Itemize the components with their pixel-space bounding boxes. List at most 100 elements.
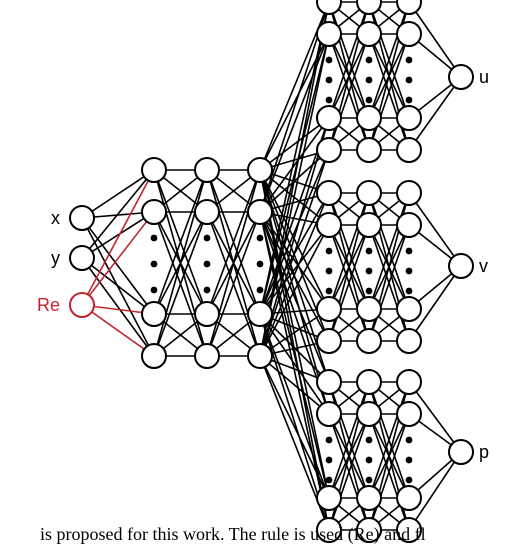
hidden-node — [247, 343, 273, 369]
branch-node — [356, 328, 382, 354]
branch-node — [356, 369, 382, 395]
branch-node — [316, 137, 342, 163]
input-edge — [81, 211, 155, 259]
ellipsis-dot — [405, 476, 413, 484]
branch-node — [396, 21, 422, 47]
ellipsis-dot — [256, 234, 264, 242]
branch-edge — [259, 313, 330, 383]
branch-edge — [259, 355, 330, 415]
input-edge — [81, 169, 155, 219]
ellipsis-dot — [365, 436, 373, 444]
ellipsis-dot — [365, 96, 373, 104]
input-node — [69, 205, 95, 231]
branch-node — [356, 517, 382, 543]
branch-edge — [259, 33, 330, 357]
output-label: u — [479, 67, 489, 87]
hidden-node — [247, 199, 273, 225]
branch-edge — [259, 1, 330, 357]
input-label: x — [51, 208, 60, 228]
branch-edge — [259, 192, 330, 315]
input-edge — [81, 217, 155, 315]
branch-node — [316, 296, 342, 322]
ellipsis-dot — [325, 247, 333, 255]
branch-edge — [328, 192, 370, 310]
input-edge — [81, 257, 155, 315]
input-node — [69, 245, 95, 271]
branch-node — [316, 485, 342, 511]
output-node — [448, 253, 474, 279]
output-node — [448, 64, 474, 90]
branch-edge — [368, 413, 410, 531]
branch-edge — [259, 169, 330, 531]
branch-edge — [328, 224, 370, 342]
branch-node — [316, 517, 342, 543]
branch-node — [356, 21, 382, 47]
ellipsis-dot — [325, 287, 333, 295]
branch-node — [356, 296, 382, 322]
hidden-node — [194, 343, 220, 369]
output-edge — [408, 192, 462, 267]
branch-edge — [259, 149, 330, 315]
branch-edge — [259, 169, 330, 226]
branch-node — [316, 105, 342, 131]
branch-node — [396, 401, 422, 427]
ellipsis-dots — [150, 56, 413, 484]
hidden-edge — [153, 211, 208, 357]
hidden-node — [141, 157, 167, 183]
branch-node — [316, 328, 342, 354]
input-node — [69, 292, 95, 318]
ellipsis-dot — [365, 267, 373, 275]
branch-edge — [368, 33, 410, 151]
hidden-edge — [206, 169, 261, 357]
branch-edge — [368, 192, 410, 310]
input-edge — [81, 304, 155, 357]
branch-node — [356, 0, 382, 15]
branch-node — [396, 296, 422, 322]
ellipsis-dot — [365, 456, 373, 464]
ellipsis-dot — [365, 287, 373, 295]
ellipsis-dot — [203, 286, 211, 294]
branch-node — [396, 180, 422, 206]
ellipsis-dot — [405, 267, 413, 275]
branch-node — [356, 180, 382, 206]
input-label: Re — [37, 295, 60, 315]
ellipsis-dot — [203, 260, 211, 268]
caption-text: is proposed for this work. The rule is u… — [40, 524, 426, 544]
ellipsis-dot — [325, 456, 333, 464]
branch-edge — [259, 313, 330, 415]
ellipsis-dot — [150, 234, 158, 242]
ellipsis-dot — [325, 267, 333, 275]
hidden-node — [247, 301, 273, 327]
hidden-edge — [206, 169, 261, 315]
branch-node — [396, 485, 422, 511]
ellipsis-dot — [365, 476, 373, 484]
network-nodes — [69, 0, 474, 543]
branch-edge — [259, 117, 330, 213]
branch-edge — [328, 1, 370, 119]
input-edge — [81, 169, 155, 306]
branch-edge — [259, 224, 330, 315]
branch-edge — [328, 33, 370, 151]
ellipsis-dot — [405, 287, 413, 295]
branch-node — [356, 401, 382, 427]
output-edge — [408, 381, 462, 453]
branch-node — [316, 180, 342, 206]
branch-edge — [259, 313, 330, 499]
ellipsis-dot — [325, 436, 333, 444]
hidden-node — [247, 157, 273, 183]
hidden-edge — [153, 169, 208, 315]
ellipsis-dot — [365, 56, 373, 64]
output-label: p — [479, 442, 489, 462]
output-node — [448, 439, 474, 465]
branch-node — [316, 401, 342, 427]
branch-node — [356, 212, 382, 238]
branch-node — [316, 0, 342, 15]
branch-edge — [328, 413, 370, 531]
branch-edge — [259, 211, 330, 531]
branch-node — [396, 328, 422, 354]
ellipsis-dot — [405, 96, 413, 104]
ellipsis-dot — [256, 260, 264, 268]
input-edge — [81, 211, 155, 306]
ellipsis-dot — [256, 286, 264, 294]
